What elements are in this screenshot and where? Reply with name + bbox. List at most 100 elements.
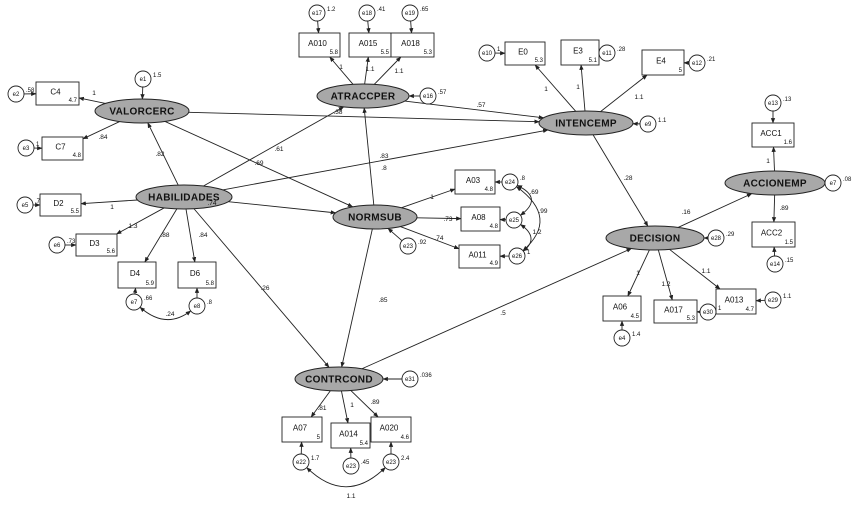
error-variance-e_c7: 1 [36,142,40,148]
error-label-e_e0: e10 [482,51,493,57]
latent-contrcond[interactable] [294,366,384,392]
indicator-A013[interactable] [715,288,757,315]
error-e_accionemp[interactable] [824,174,842,192]
path-contrcond-A014 [340,390,350,424]
indicator-D3[interactable] [75,233,118,257]
indicator-D4[interactable] [117,261,157,289]
path-decision-A06 [627,249,650,297]
path-coefficient-cov_d4_d6: .24 [165,311,174,318]
indicator-intercept-A011: 4.9 [490,261,499,267]
indicator-C7[interactable] [41,136,84,161]
error-label-e_a014: e23 [346,464,357,470]
indicator-label-E4: E4 [656,57,666,66]
path-coefficient-valorcerc_norm: .69 [254,160,263,167]
indicator-C4[interactable] [35,81,80,106]
path-coefficient-atracc_a010: 1 [339,64,343,71]
indicator-A07[interactable] [281,416,323,443]
path-normsub-contrcond [340,228,373,368]
latent-label-contrcond: CONTRCOND [305,375,373,386]
path-habilidades-atraccper [203,106,345,187]
indicator-intercept-A014: 5.4 [360,441,369,447]
error-e_a014[interactable] [342,457,360,475]
indicator-intercept-ACC1: 1.6 [784,140,793,146]
latent-intencemp[interactable] [538,110,634,136]
error-e_acc2[interactable] [766,255,784,273]
indicator-D6[interactable] [177,261,217,289]
path-coefficient-cov_a03_a08: .69 [529,189,538,196]
indicator-E0[interactable] [504,41,546,66]
indicator-A010[interactable] [298,32,341,58]
indicator-label-ACC2: ACC2 [761,229,783,238]
error-path-A010 [316,20,321,34]
indicator-A014[interactable] [330,422,371,449]
indicator-ACC1[interactable] [751,122,795,148]
error-label-e_accionemp: e7 [830,181,837,187]
indicator-label-A013: A013 [725,296,744,305]
error-e_valorcerc[interactable] [134,70,152,88]
error-label-e_normsub: e23 [403,244,414,250]
error-e_a011[interactable] [508,247,526,265]
indicator-A06[interactable] [602,295,642,322]
path-accionemp-ACC1 [771,146,776,172]
error-e_a03[interactable] [501,173,519,191]
indicator-A015[interactable] [348,32,392,58]
indicator-A03[interactable] [454,169,496,195]
path-atraccper-A015 [364,56,370,85]
error-e_a06[interactable] [613,329,631,347]
error-e_a017[interactable] [699,303,717,321]
error-e_contrcond[interactable] [401,370,419,388]
indicator-intercept-C7: 4.8 [73,153,82,159]
indicator-A011[interactable] [458,244,501,269]
path-coefficient-hab_contr: .26 [260,285,269,292]
indicator-ACC2[interactable] [751,221,796,248]
indicator-A020[interactable] [370,416,412,443]
indicator-A017[interactable] [653,299,698,324]
cov-e25-e26 [520,224,532,252]
latent-decision[interactable] [605,225,705,251]
error-e_a07[interactable] [292,453,310,471]
path-coefficient-hab_intenc: .8 [381,165,387,172]
error-e_a020[interactable] [382,453,400,471]
error-e_a08[interactable] [505,211,523,229]
path-coefficient-norm_a011: .74 [434,235,443,242]
error-e_acc1[interactable] [764,94,782,112]
error-e_atraccper[interactable] [419,87,437,105]
error-e_d6[interactable] [188,297,206,315]
indicator-intercept-A07: 5 [317,435,321,441]
indicator-E4[interactable] [641,49,685,76]
error-e_d2[interactable] [16,196,34,214]
latent-atraccper[interactable] [316,83,410,109]
error-e_a018[interactable] [401,4,419,22]
latent-label-normsub: NORMSUB [348,213,402,224]
indicator-A08[interactable] [460,206,501,232]
latent-habilidades[interactable] [135,184,233,210]
latent-valorcerc[interactable] [94,98,190,124]
indicator-A018[interactable] [390,32,435,58]
path-coefficient-decision_a017: 1.2 [661,281,670,288]
error-e_e0[interactable] [478,44,496,62]
path-habilidades-D2 [80,199,138,206]
error-e_a015[interactable] [358,4,376,22]
error-label-e_a020: e23 [386,460,397,466]
indicator-D2[interactable] [39,193,82,217]
error-e_d4[interactable] [125,293,143,311]
error-e_e4[interactable] [688,54,706,72]
error-e_intencemp[interactable] [639,115,657,133]
path-coefficient-intenc_e4: 1.1 [634,94,643,101]
error-e_c4[interactable] [7,85,25,103]
error-e_d3[interactable] [48,236,66,254]
error-e_e3[interactable] [598,44,616,62]
error-e_c7[interactable] [17,139,35,157]
error-label-e_a07: e22 [296,460,307,466]
path-intencemp-decision [592,134,649,227]
latent-normsub[interactable] [332,204,418,230]
path-intencemp-E0 [534,64,577,112]
error-e_decision[interactable] [707,229,725,247]
path-coefficient-contr_decision: .5 [500,310,506,317]
error-e_a013[interactable] [764,291,782,309]
error-label-e_a015: e18 [362,11,373,17]
error-e_a010[interactable] [308,4,326,22]
error-e_normsub[interactable] [399,237,417,255]
indicator-label-A014: A014 [339,430,358,439]
